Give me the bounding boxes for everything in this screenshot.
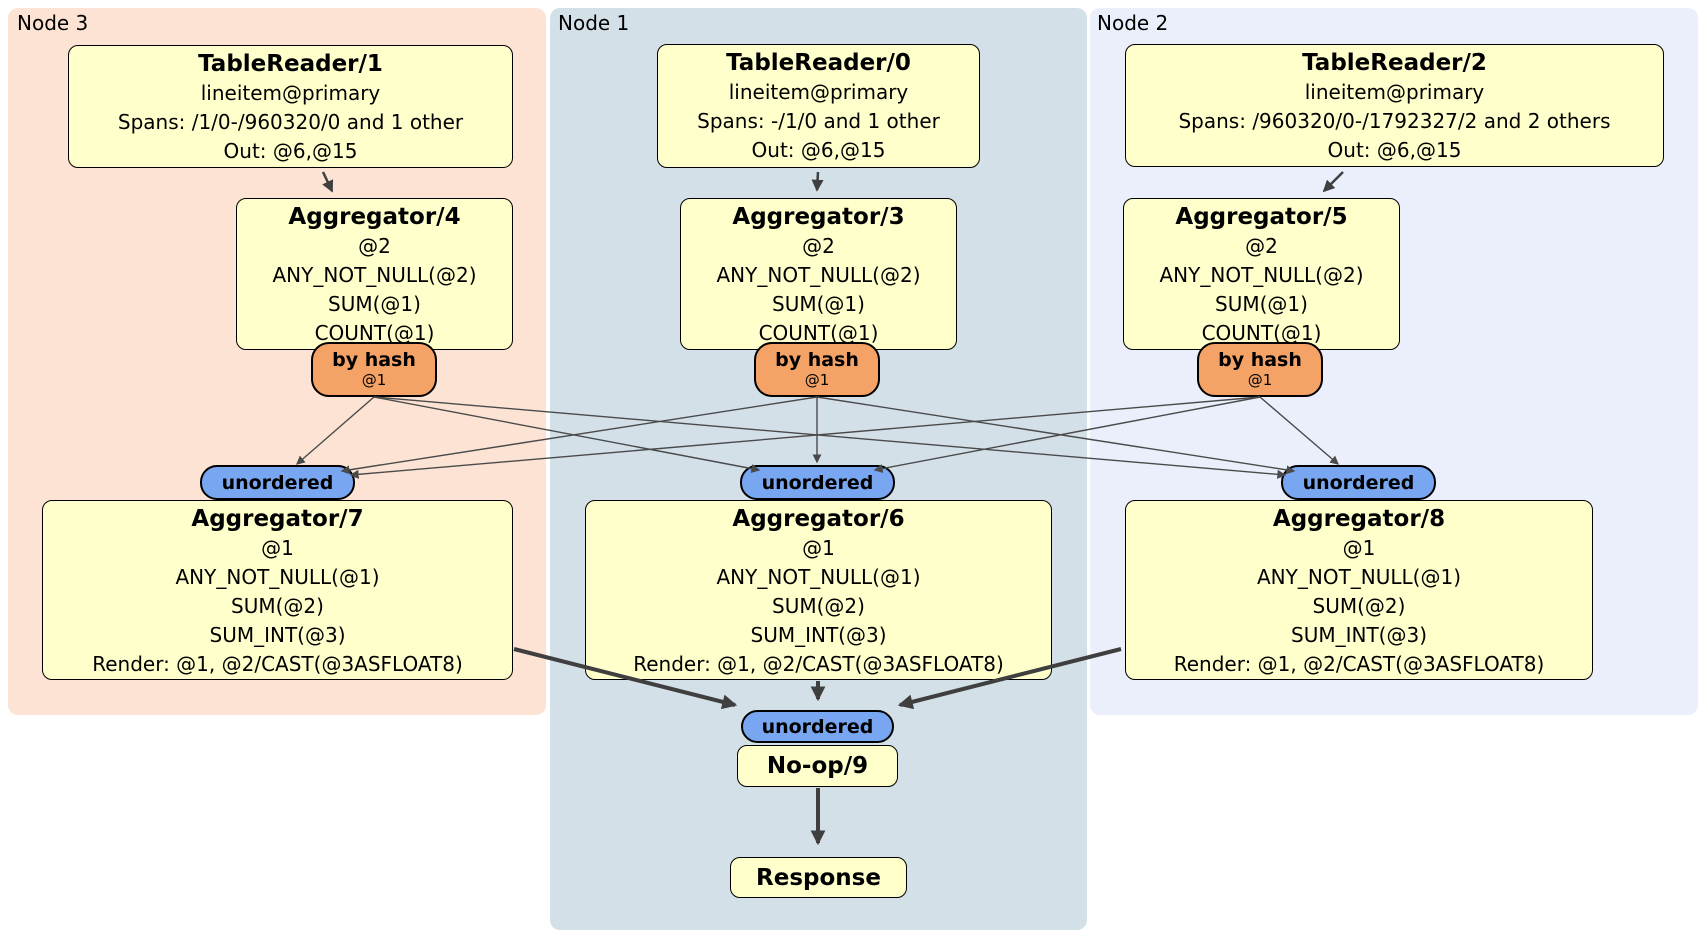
aggregator-4-box: Aggregator/4 @2 ANY_NOT_NULL(@2) SUM(@1)… — [236, 198, 513, 350]
aggregator-3-title: Aggregator/3 — [732, 204, 905, 230]
aggregator-7-line: SUM(@2) — [231, 594, 324, 618]
hash-router-node1: by hash @1 — [754, 342, 880, 397]
aggregator-8-line: ANY_NOT_NULL(@1) — [1257, 565, 1461, 589]
aggregator-6-line: SUM_INT(@3) — [750, 623, 887, 647]
tablereader-2-line: Spans: /960320/0-/1792327/2 and 2 others — [1178, 109, 1611, 133]
hash-router-node3: by hash @1 — [311, 342, 437, 397]
aggregator-3-line: SUM(@1) — [772, 292, 865, 316]
aggregator-7-line: ANY_NOT_NULL(@1) — [175, 565, 380, 589]
aggregator-3-box: Aggregator/3 @2 ANY_NOT_NULL(@2) SUM(@1)… — [680, 198, 957, 350]
hash-router-detail: @1 — [361, 371, 387, 389]
tablereader-2-box: TableReader/2 lineitem@primary Spans: /9… — [1125, 44, 1664, 167]
aggregator-5-line: COUNT(@1) — [1201, 321, 1322, 345]
tablereader-0-line: Out: @6,@15 — [751, 138, 886, 162]
tablereader-0-line: lineitem@primary — [728, 80, 909, 104]
unordered-sync-label: unordered — [221, 471, 334, 494]
aggregator-4-title: Aggregator/4 — [288, 204, 461, 230]
tablereader-0-title: TableReader/0 — [726, 50, 911, 76]
tablereader-1-line: Spans: /1/0-/960320/0 and 1 other — [117, 110, 464, 134]
aggregator-4-line: ANY_NOT_NULL(@2) — [272, 263, 477, 287]
aggregator-4-line: @2 — [358, 234, 391, 258]
aggregator-7-line: SUM_INT(@3) — [209, 623, 346, 647]
tablereader-2-title: TableReader/2 — [1302, 50, 1487, 76]
unordered-sync-label: unordered — [761, 715, 874, 738]
aggregator-3-line: ANY_NOT_NULL(@2) — [716, 263, 921, 287]
response-box: Response — [730, 857, 907, 898]
aggregator-7-box: Aggregator/7 @1 ANY_NOT_NULL(@1) SUM(@2)… — [42, 500, 513, 680]
tablereader-1-box: TableReader/1 lineitem@primary Spans: /1… — [68, 45, 513, 168]
aggregator-6-line: Render: @1, @2/CAST(@3ASFLOAT8) — [633, 652, 1004, 676]
aggregator-5-line: @2 — [1245, 234, 1278, 258]
hash-router-node2: by hash @1 — [1197, 342, 1323, 397]
noop-box: No-op/9 — [737, 745, 898, 787]
tablereader-2-line: Out: @6,@15 — [1327, 138, 1462, 162]
hash-router-detail: @1 — [804, 371, 830, 389]
aggregator-7-line: Render: @1, @2/CAST(@3ASFLOAT8) — [92, 652, 463, 676]
aggregator-4-line: SUM(@1) — [328, 292, 421, 316]
aggregator-6-box: Aggregator/6 @1 ANY_NOT_NULL(@1) SUM(@2)… — [585, 500, 1052, 680]
hash-router-label: by hash — [775, 349, 859, 371]
unordered-sync-label: unordered — [761, 471, 874, 494]
tablereader-0-box: TableReader/0 lineitem@primary Spans: -/… — [657, 44, 980, 168]
aggregator-5-line: SUM(@1) — [1215, 292, 1308, 316]
tablereader-1-line: lineitem@primary — [200, 81, 381, 105]
aggregator-4-line: COUNT(@1) — [314, 321, 435, 345]
response-title: Response — [756, 864, 881, 891]
aggregator-8-line: SUM_INT(@3) — [1291, 623, 1427, 647]
aggregator-6-line: SUM(@2) — [772, 594, 865, 618]
tablereader-2-line: lineitem@primary — [1304, 80, 1485, 104]
aggregator-6-line: ANY_NOT_NULL(@1) — [716, 565, 921, 589]
node2-label: Node 2 — [1097, 11, 1169, 35]
noop-title: No-op/9 — [766, 753, 869, 779]
aggregator-7-line: @1 — [261, 536, 294, 560]
aggregator-8-title: Aggregator/8 — [1272, 506, 1446, 532]
tablereader-1-title: TableReader/1 — [198, 51, 383, 77]
aggregator-6-line: @1 — [802, 536, 835, 560]
tablereader-0-line: Spans: -/1/0 and 1 other — [697, 109, 940, 133]
aggregator-5-box: Aggregator/5 @2 ANY_NOT_NULL(@2) SUM(@1)… — [1123, 198, 1400, 350]
unordered-sync-final: unordered — [741, 710, 894, 743]
aggregator-5-line: ANY_NOT_NULL(@2) — [1159, 263, 1364, 287]
unordered-sync-node1: unordered — [740, 465, 895, 500]
aggregator-8-line: @1 — [1342, 536, 1376, 560]
aggregator-5-title: Aggregator/5 — [1175, 204, 1348, 230]
aggregator-8-line: SUM(@2) — [1312, 594, 1406, 618]
unordered-sync-node3: unordered — [200, 465, 355, 500]
tablereader-1-line: Out: @6,@15 — [223, 139, 358, 163]
aggregator-8-line: Render: @1, @2/CAST(@3ASFLOAT8) — [1173, 652, 1545, 676]
hash-router-label: by hash — [1218, 349, 1302, 371]
unordered-sync-node2: unordered — [1281, 465, 1436, 500]
hash-router-label: by hash — [332, 349, 416, 371]
aggregator-3-line: @2 — [802, 234, 835, 258]
unordered-sync-label: unordered — [1302, 471, 1415, 494]
aggregator-8-box: Aggregator/8 @1 ANY_NOT_NULL(@1) SUM(@2)… — [1125, 500, 1593, 680]
aggregator-6-title: Aggregator/6 — [732, 506, 905, 532]
aggregator-7-title: Aggregator/7 — [191, 506, 364, 532]
aggregator-3-line: COUNT(@1) — [758, 321, 879, 345]
hash-router-detail: @1 — [1247, 371, 1273, 389]
node1-label: Node 1 — [558, 11, 630, 35]
node3-label: Node 3 — [17, 11, 89, 35]
